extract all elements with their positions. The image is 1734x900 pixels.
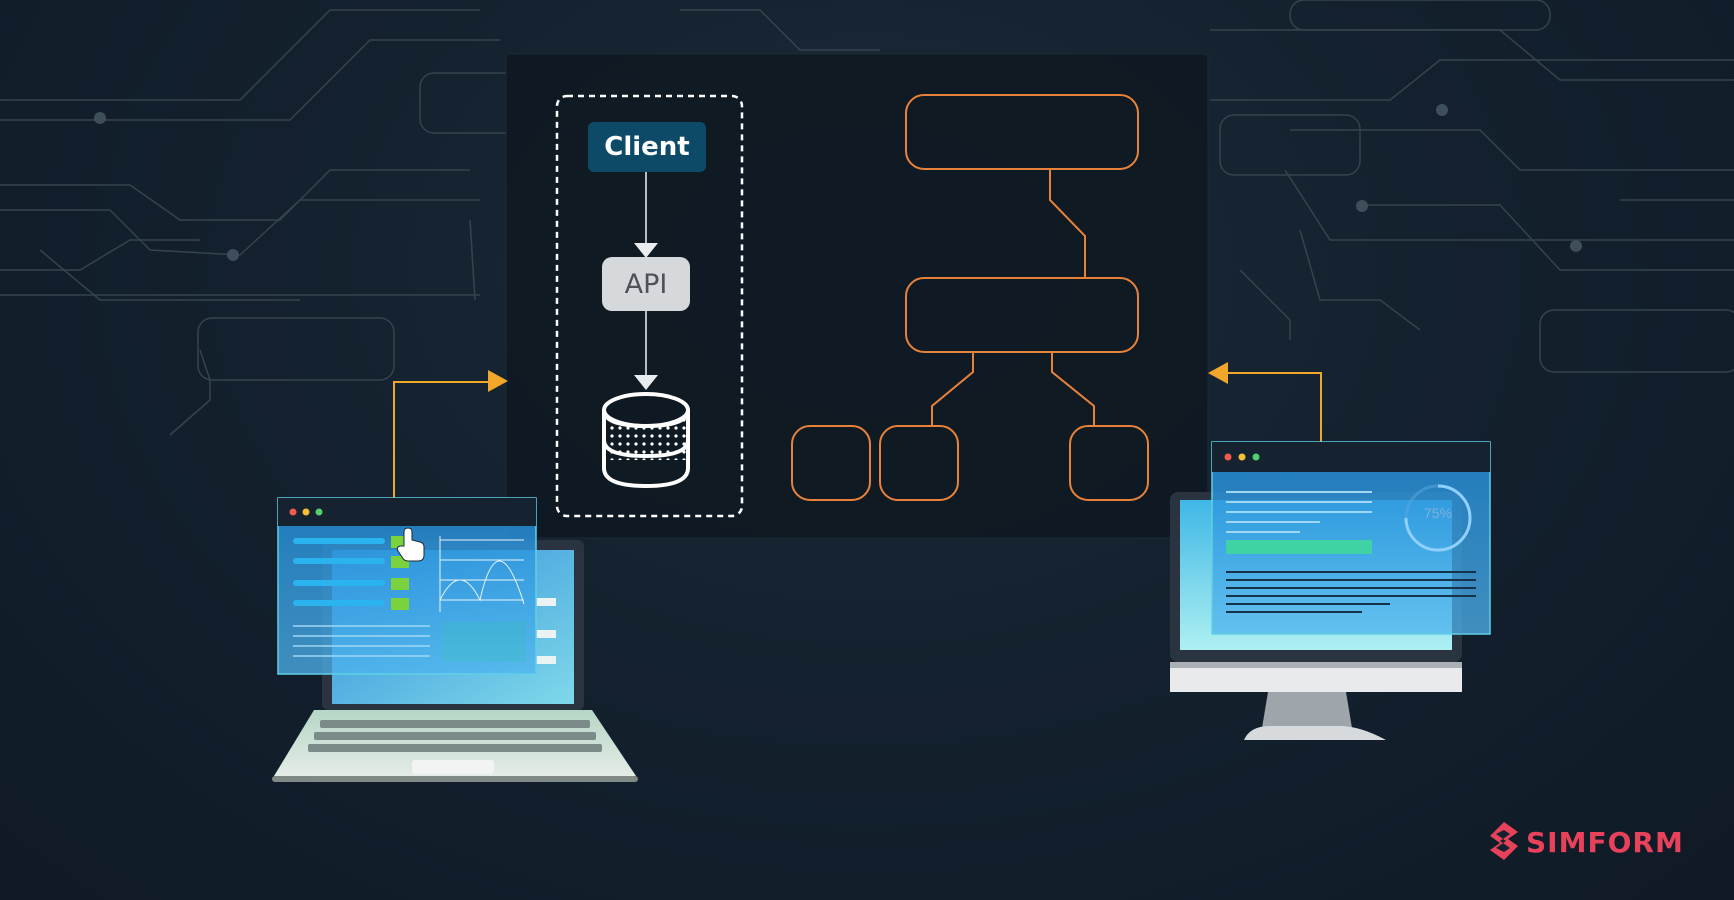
circuit-nodes (94, 104, 1582, 261)
flow-connectors (634, 172, 658, 390)
monitor-dashboard-panel (1211, 441, 1491, 635)
service-node-middle (905, 277, 1139, 353)
client-label: Client (588, 122, 706, 172)
service-node-leaf-2 (879, 425, 959, 501)
progress-gauge (1404, 484, 1472, 552)
service-tree (791, 94, 1149, 501)
brand-name: SIMFORM (1526, 825, 1684, 859)
database-icon (602, 392, 690, 489)
cursor-hand-icon (396, 527, 425, 562)
laptop-connection-arrow (393, 370, 508, 498)
laptop-dashboard-panel (277, 497, 537, 675)
service-node-leaf-1 (791, 425, 871, 501)
simform-brand: SIMFORM (1488, 822, 1684, 862)
client-api-db-frame (555, 94, 744, 518)
circuit-lines (0, 0, 1734, 436)
service-node-leaf-3 (1069, 425, 1149, 501)
keyboard (308, 720, 602, 752)
simform-logo-icon (1490, 822, 1518, 860)
monitor-connection-arrow (1208, 362, 1322, 445)
service-node-root (905, 94, 1139, 170)
gauge-percent-label: 75% (1423, 505, 1453, 521)
api-label: API (602, 257, 690, 311)
mini-chart (439, 536, 525, 612)
